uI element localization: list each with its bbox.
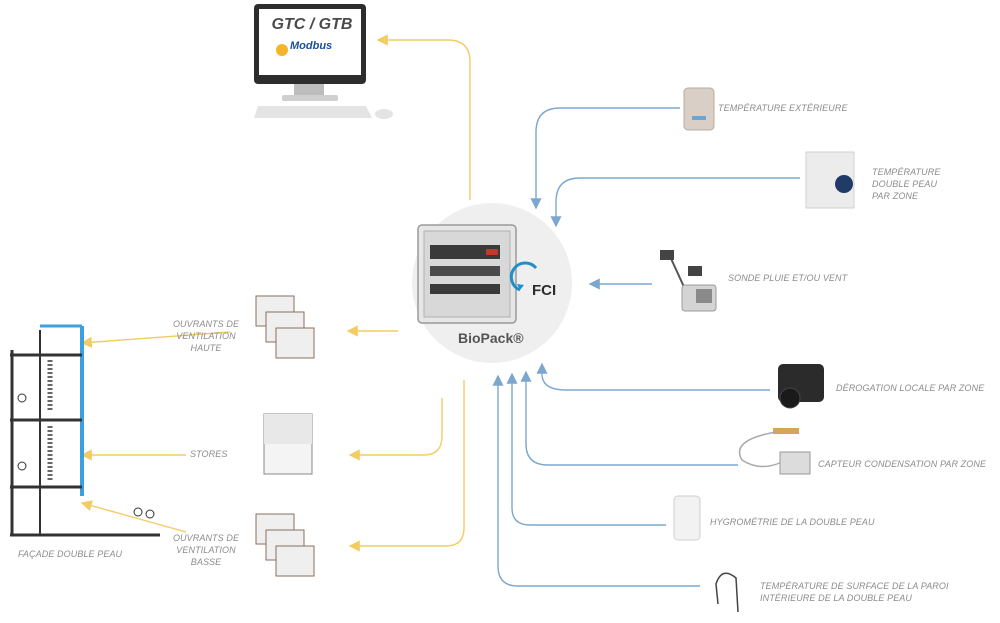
fci-logo-icon — [509, 261, 538, 292]
label-line: INTÉRIEURE DE LA DOUBLE PEAU — [760, 593, 913, 603]
output-arrows — [80, 34, 471, 552]
label-line: HAUTE — [190, 343, 222, 353]
label-derogation: DÉROGATION LOCALE PAR ZONE — [836, 383, 985, 393]
surface-temp-probe-icon — [715, 572, 739, 613]
blinds-icon — [263, 413, 313, 475]
label-condensation: CAPTEUR CONDENSATION PAR ZONE — [818, 459, 987, 469]
high-ventilation-louvres-icon — [255, 295, 315, 359]
gtc-title: GTC / GTB — [271, 16, 353, 33]
condensation-sensor-icon — [738, 428, 811, 475]
computer-icon — [254, 4, 393, 119]
local-override-switch-icon — [778, 364, 824, 409]
hygrometry-sensor-icon — [673, 495, 701, 541]
label-sonde: SONDE PLUIE ET/OU VENT — [728, 273, 848, 283]
label-ventilation-haute: OUVRANTS DE VENTILATION HAUTE — [166, 318, 246, 354]
modbus-logo-icon — [276, 44, 288, 56]
label-stores: STORES — [190, 449, 228, 459]
label-temp-double-peau: TEMPÉRATURE DOUBLE PEAU PAR ZONE — [872, 166, 940, 202]
label-temp-ext: TEMPÉRATURE EXTÉRIEURE — [718, 103, 848, 113]
label-temp-surface: TEMPÉRATURE DE SURFACE DE LA PAROI INTÉR… — [760, 580, 949, 604]
label-line: BASSE — [190, 557, 222, 567]
label-line: VENTILATION — [176, 331, 236, 341]
label-line: TEMPÉRATURE — [872, 167, 941, 177]
outdoor-temp-sensor-icon — [683, 87, 715, 131]
controller-name: BioPack® — [458, 330, 524, 346]
label-ventilation-basse: OUVRANTS DE VENTILATION BASSE — [166, 532, 246, 568]
label-facade: FAÇADE DOUBLE PEAU — [18, 549, 123, 559]
double-skin-temp-sensor-icon — [805, 151, 855, 209]
label-line: TEMPÉRATURE DE SURFACE DE LA PAROI — [760, 581, 949, 591]
fci-brand: FCI — [532, 282, 557, 299]
low-ventilation-louvres-icon — [255, 513, 315, 577]
label-line: DOUBLE PEAU — [872, 179, 938, 189]
label-line: PAR ZONE — [872, 191, 919, 201]
double-skin-facade-icon — [10, 324, 160, 537]
label-line: VENTILATION — [176, 545, 236, 555]
modbus-label: Modbus — [290, 40, 333, 52]
label-hygrometrie: HYGROMÉTRIE DE LA DOUBLE PEAU — [710, 517, 875, 527]
rain-wind-sensor-icon — [660, 250, 717, 312]
label-line: OUVRANTS DE — [172, 533, 240, 543]
biopack-cabinet-icon — [417, 224, 517, 324]
input-arrows — [492, 107, 800, 587]
label-line: OUVRANTS DE — [172, 319, 240, 329]
